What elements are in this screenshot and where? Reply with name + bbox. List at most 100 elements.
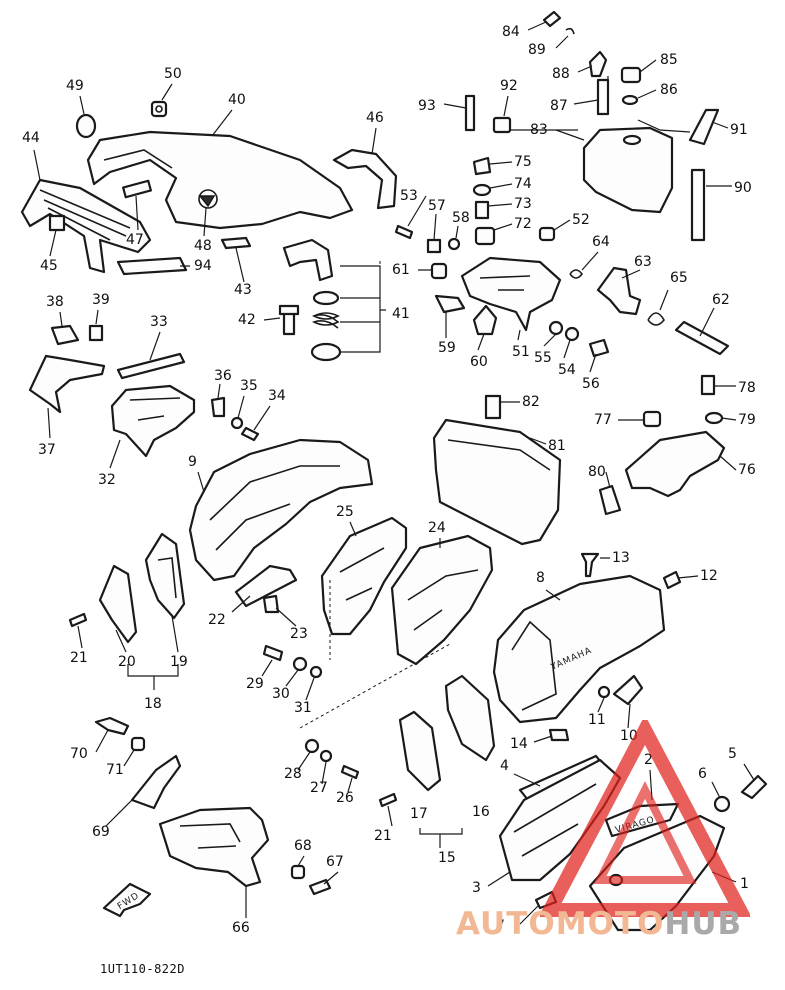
- callout-14: 14: [510, 736, 528, 752]
- callout-47: 47: [126, 232, 144, 248]
- part-56-bolt: [588, 338, 610, 358]
- callout-16: 16: [472, 804, 490, 820]
- callout-55: 55: [534, 350, 552, 366]
- part-50-grommet: [150, 100, 168, 118]
- callout-59: 59: [438, 340, 456, 356]
- callout-28: 28: [284, 766, 302, 782]
- part-76-bracket: [624, 430, 726, 498]
- part-78-bolt: [700, 374, 716, 396]
- callout-18: 18: [144, 696, 162, 712]
- part-31-washer: [309, 665, 323, 679]
- part-23-clip: [262, 594, 280, 614]
- callout-37: 37: [38, 442, 56, 458]
- callout-70: 70: [70, 746, 88, 762]
- callout-58: 58: [452, 210, 470, 226]
- callout-50: 50: [164, 66, 182, 82]
- callout-43: 43: [234, 282, 252, 298]
- part-74-washer: [472, 183, 492, 197]
- callout-57: 57: [428, 198, 446, 214]
- callout-80: 80: [588, 464, 606, 480]
- part-43-clip: [220, 236, 252, 250]
- watermark-part1: AUTO: [456, 906, 556, 942]
- part-39-nut: [88, 324, 104, 342]
- callout-46: 46: [366, 110, 384, 126]
- callout-75: 75: [514, 154, 532, 170]
- part-12-clip: [662, 570, 682, 590]
- callout-35: 35: [240, 378, 258, 394]
- part-94-pad: [116, 256, 188, 276]
- callout-48: 48: [194, 238, 212, 254]
- part-87-hose: [596, 78, 610, 116]
- callout-34: 34: [268, 388, 286, 404]
- part-17-plate: [398, 710, 442, 792]
- callout-69: 69: [92, 824, 110, 840]
- callout-23: 23: [290, 626, 308, 642]
- part-53-bolt: [394, 224, 414, 240]
- part-19-plate: [144, 532, 186, 620]
- part-47-pad: [122, 179, 152, 199]
- callout-60: 60: [470, 354, 488, 370]
- callout-84: 84: [502, 24, 520, 40]
- callout-63: 63: [634, 254, 652, 270]
- callout-83: 83: [530, 122, 548, 138]
- part-28-nut: [304, 738, 320, 754]
- callout-42: 42: [238, 312, 256, 328]
- part-10-bracket: [612, 674, 644, 706]
- part-84-pin: [542, 10, 562, 28]
- part-88-fitting: [588, 50, 608, 78]
- part-35-washer: [230, 416, 244, 430]
- callout-38: 38: [46, 294, 64, 310]
- watermark-part3: HUB: [664, 906, 743, 942]
- callout-72: 72: [514, 216, 532, 232]
- callout-13: 13: [612, 550, 630, 566]
- callout-85: 85: [660, 52, 678, 68]
- callout-53: 53: [400, 188, 418, 204]
- part-51-bracket: [460, 256, 562, 332]
- callout-19: 19: [170, 654, 188, 670]
- callout-3: 3: [472, 880, 481, 896]
- part-33-strip: [116, 352, 186, 380]
- callout-91: 91: [730, 122, 748, 138]
- callout-74: 74: [514, 176, 532, 192]
- callout-11: 11: [588, 712, 606, 728]
- part-62-rod: [674, 320, 730, 356]
- callout-77: 77: [594, 412, 612, 428]
- callout-41: 41: [392, 306, 410, 322]
- callout-54: 54: [558, 362, 576, 378]
- part-30-nut: [292, 656, 308, 672]
- part-27-washer: [319, 749, 333, 763]
- callout-86: 86: [660, 82, 678, 98]
- callout-92: 92: [500, 78, 518, 94]
- part-37-bracket: [28, 354, 106, 414]
- part-16-plate: [444, 674, 496, 762]
- part-52-grommet: [538, 226, 556, 242]
- part-8-cover: YAMAHA: [492, 574, 666, 724]
- diagram-code: 1UT110-822D: [100, 962, 185, 976]
- callout-71: 71: [106, 762, 124, 778]
- callout-25: 25: [336, 504, 354, 520]
- callout-21a: 21: [70, 650, 88, 666]
- callout-31: 31: [294, 700, 312, 716]
- callout-66: 66: [232, 920, 250, 936]
- callout-49: 49: [66, 78, 84, 94]
- part-13-screw: [580, 552, 600, 578]
- part-29-bolt: [262, 644, 284, 662]
- part-59-bracket: [434, 294, 466, 314]
- callout-20: 20: [118, 654, 136, 670]
- callout-82: 82: [522, 394, 540, 410]
- callout-22: 22: [208, 612, 226, 628]
- part-66-frame-bracket: [158, 806, 270, 888]
- callout-36: 36: [214, 368, 232, 384]
- callout-78: 78: [738, 380, 756, 396]
- part-54-nut: [564, 326, 580, 342]
- callout-5: 5: [728, 746, 737, 762]
- callout-51: 51: [512, 344, 530, 360]
- callout-12: 12: [700, 568, 718, 584]
- callout-39: 39: [92, 292, 110, 308]
- callout-labels: 84 89 88 85 86 87 92 93 83 91 90 75 74 7…: [22, 24, 756, 936]
- part-72-damper: [474, 226, 496, 246]
- part-82-bolt: [484, 394, 502, 420]
- callout-81: 81: [548, 438, 566, 454]
- leader-lines: [33, 21, 755, 925]
